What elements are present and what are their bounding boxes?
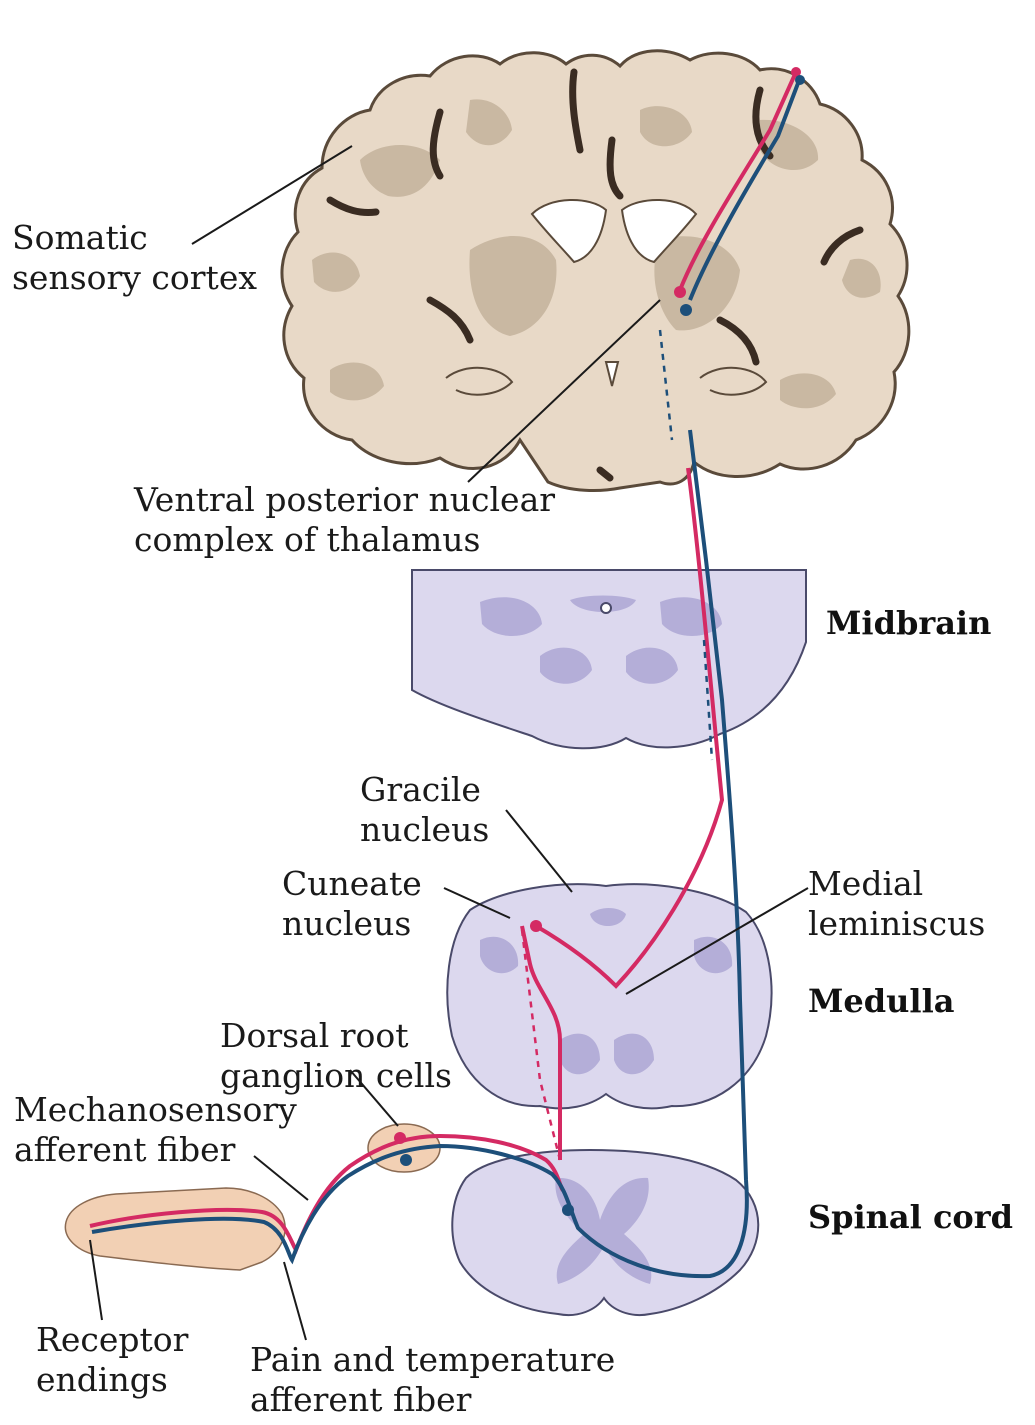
drg-pain-soma (400, 1154, 412, 1166)
level-spinal-cord: Spinal cord (808, 1198, 1013, 1236)
cortex-terminal-blue (795, 75, 805, 85)
brain-outline (282, 51, 909, 491)
level-medulla: Medulla (808, 982, 954, 1020)
leader-pain (284, 1262, 306, 1340)
cuneate-soma (530, 920, 542, 932)
dorsal-horn-soma (562, 1204, 574, 1216)
spinal-cord-section (452, 1150, 758, 1315)
leader-gracile (506, 810, 572, 892)
vpn-mechano-soma (674, 286, 686, 298)
drg-mechano-soma (394, 1132, 406, 1144)
medulla-section (447, 884, 771, 1108)
level-midbrain: Midbrain (826, 604, 991, 642)
aqueduct (601, 603, 611, 613)
vpn-pain-soma (680, 304, 692, 316)
midbrain-section (412, 570, 806, 748)
coronal-brain-section (282, 51, 909, 491)
